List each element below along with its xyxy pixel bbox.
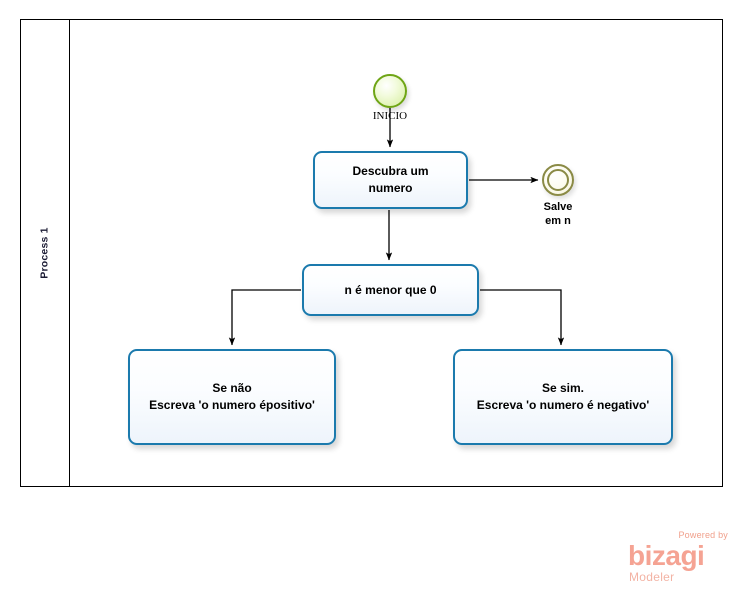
task-label-line1: Se não [212, 381, 252, 395]
task-label-line1: Descubra um [352, 164, 429, 178]
task-se-sim[interactable]: Se sim. Escreva 'o numero é negativo' [453, 349, 673, 445]
task-label-line2: Escreva 'o numero é negativo' [476, 398, 650, 412]
task-label: n é menor que 0 [344, 282, 436, 299]
modeler-label: Modeler [629, 570, 675, 584]
start-event-label: INICIO [372, 110, 408, 122]
powered-by-label: Powered by [678, 530, 728, 540]
pool-lane-label: Process 1 [39, 227, 52, 279]
start-event-icon[interactable] [373, 74, 407, 108]
bizagi-watermark: Powered by bizagi Modeler [628, 530, 730, 586]
task-label: Descubra um numero [352, 163, 428, 197]
task-label-line1: n é menor que 0 [344, 282, 437, 297]
task-label-line1: Se sim. [541, 381, 585, 395]
intermediate-event-label: Salve em n [526, 200, 590, 228]
intermediate-event-label-line2: em n [545, 215, 571, 227]
task-descubra-um-numero[interactable]: Descubra um numero [313, 151, 468, 209]
task-label: Se não Escreva 'o numero épositivo' [149, 380, 315, 414]
intermediate-event-icon[interactable] [542, 164, 574, 196]
task-se-nao[interactable]: Se não Escreva 'o numero épositivo' [128, 349, 336, 445]
pool-lane-header[interactable]: Process 1 [21, 20, 70, 486]
task-label: Se sim. Escreva 'o numero é negativo' [477, 380, 649, 414]
task-label-line2: Escreva 'o numero épositivo' [149, 398, 315, 412]
task-n-e-menor-que-zero[interactable]: n é menor que 0 [302, 264, 479, 316]
bizagi-logo-text: bizagi [628, 540, 705, 571]
intermediate-event-label-line1: Salve [543, 201, 573, 213]
task-label-line2: numero [368, 181, 413, 195]
